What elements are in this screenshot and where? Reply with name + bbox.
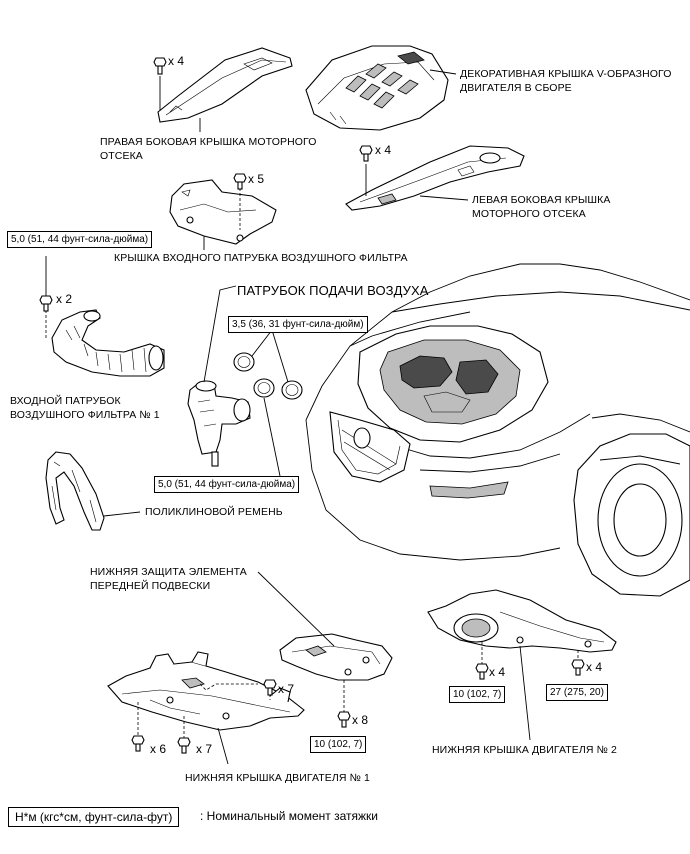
- under-cover-1-bolt-quantity-a: x 6: [150, 742, 167, 756]
- inlet-cover-label: КРЫШКА ВХОДНОГО ПАТРУБКА ВОЗДУШНОГО ФИЛЬ…: [114, 252, 408, 264]
- under-cover-2-right-bolt-quantity: x 4: [586, 660, 603, 674]
- inlet-no1-label-line1: ВХОДНОЙ ПАТРУБОК: [10, 395, 121, 407]
- torque-air-intake-bottom: 5,0 (51, 44 фунт-сила-дюйма): [154, 476, 300, 493]
- right-cover-label-line1: ПРАВАЯ БОКОВАЯ КРЫШКА МОТОРНОГО: [100, 136, 317, 148]
- bolt-icon: [39, 295, 53, 312]
- torque-inlet-no1: 5,0 (51, 44 фунт-сила-дюйма): [7, 231, 153, 248]
- inlet-no1-label-line2: ВОЗДУШНОГО ФИЛЬТРА № 1: [10, 409, 160, 421]
- bolt-icon: [571, 659, 585, 676]
- suspension-shield-label-line1: НИЖНЯЯ ЗАЩИТА ЭЛЕМЕНТА: [90, 566, 247, 578]
- torque-under-cover-2-right: 27 (275, 20): [546, 684, 608, 701]
- right-cover-bolt-quantity: x 4: [168, 54, 185, 68]
- v-ribbed-belt-part: [45, 451, 141, 531]
- engine-under-cover-no1-part: [107, 651, 305, 765]
- legend-unit-box: Н*м (кгс*см, фунт-сила-фут): [8, 807, 180, 827]
- under-cover-2-label: НИЖНЯЯ КРЫШКА ДВИГАТЕЛЯ № 2: [432, 744, 617, 756]
- suspension-shield-bolt-quantity: x 8: [352, 713, 369, 727]
- left-cover-bolt-quantity: x 4: [375, 143, 392, 157]
- belt-label: ПОЛИКЛИНОВОЙ РЕМЕНЬ: [145, 506, 283, 518]
- suspension-shield-part: [257, 571, 393, 712]
- left-engine-cover-part: [345, 145, 525, 211]
- air-intake-label: ПАТРУБОК ПОДАЧИ ВОЗДУХА: [237, 283, 429, 298]
- left-cover-label-line2: МОТОРНОГО ОТСЕКА: [472, 208, 586, 220]
- left-cover-label-line1: ЛЕВАЯ БОКОВАЯ КРЫШКА: [472, 194, 611, 206]
- air-cleaner-inlet-no1-part: [45, 256, 165, 377]
- right-engine-cover-part: [157, 47, 293, 132]
- under-cover-1-label: НИЖНЯЯ КРЫШКА ДВИГАТЕЛЯ № 1: [185, 772, 370, 784]
- under-cover-2-left-bolt-quantity: x 4: [489, 665, 506, 679]
- legend-description: : Номинальный момент затяжки: [200, 809, 378, 823]
- under-cover-1-top-bolt-quantity: x 7: [278, 682, 295, 696]
- gasket-part: [233, 329, 303, 477]
- air-intake-connector-part: [187, 285, 251, 467]
- bolt-icon: [475, 663, 489, 680]
- torque-suspension-shield: 10 (102, 7): [310, 736, 367, 753]
- air-cleaner-inlet-cover-part: [169, 179, 277, 250]
- bolt-icon: [233, 173, 247, 190]
- under-cover-1-bolt-quantity-b: x 7: [196, 742, 213, 756]
- suspension-shield-label-line2: ПЕРЕДНЕЙ ПОДВЕСКИ: [90, 580, 211, 592]
- inlet-no1-bolt-quantity: x 2: [56, 292, 73, 306]
- bolt-icon: [153, 57, 167, 75]
- bolt-icon: [131, 735, 145, 752]
- vehicle-front-part: [305, 263, 690, 597]
- bolt-icon: [263, 679, 277, 696]
- v-engine-decorative-cover-part: [305, 45, 457, 131]
- bolt-icon: [337, 711, 351, 728]
- decorative-cover-label-line2: ДВИГАТЕЛЯ В СБОРЕ: [460, 82, 572, 94]
- bolt-icon: [359, 145, 373, 162]
- engine-under-cover-no2-part: [427, 589, 617, 741]
- torque-air-intake-top: 3,5 (36, 31 фунт-сила-дюйм): [228, 316, 368, 333]
- right-cover-label-line2: ОТСЕКА: [100, 150, 143, 162]
- inlet-cover-bolt-quantity: x 5: [248, 172, 265, 186]
- decorative-cover-label-line1: ДЕКОРАТИВНАЯ КРЫШКА V-ОБРАЗНОГО: [460, 68, 672, 80]
- bolt-icon: [177, 737, 191, 754]
- torque-under-cover-2-left: 10 (102, 7): [449, 686, 506, 703]
